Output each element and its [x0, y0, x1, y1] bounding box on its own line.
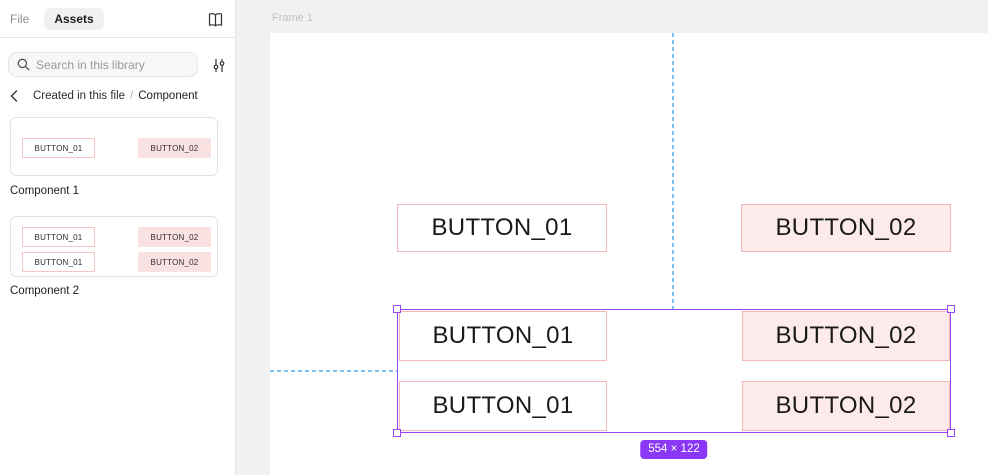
selection-outline[interactable]: [397, 309, 951, 433]
mini-button-01: BUTTON_01: [22, 227, 95, 247]
selection-handle-top-left[interactable]: [393, 305, 401, 313]
search-icon: [17, 58, 30, 71]
mini-button-02: BUTTON_02: [138, 138, 211, 158]
component-1-label: Component 1: [10, 185, 80, 197]
breadcrumb-parent[interactable]: Created in this file: [33, 90, 126, 102]
component-2-label: Component 2: [10, 285, 80, 297]
tab-file[interactable]: File: [10, 11, 30, 26]
tab-assets[interactable]: Assets: [44, 7, 104, 30]
canvas-button-02[interactable]: BUTTON_02: [742, 311, 950, 361]
component-1-card[interactable]: BUTTON_01 BUTTON_02: [10, 117, 218, 176]
alignment-guide-horizontal: [270, 370, 397, 372]
sidebar-tabbar: File Assets: [0, 0, 235, 38]
search-placeholder: Search in this library: [36, 57, 145, 72]
mini-button-01: BUTTON_01: [22, 252, 95, 272]
alignment-guide-vertical: [672, 33, 674, 309]
breadcrumb-separator: /: [130, 90, 134, 102]
mini-button-01: BUTTON_01: [22, 138, 95, 158]
canvas-button-01[interactable]: BUTTON_01: [399, 311, 607, 361]
canvas-button-01[interactable]: BUTTON_01: [397, 204, 607, 252]
design-canvas[interactable]: Frame 1 BUTTON_01 BUTTON_02 BUTTON_01 BU…: [236, 0, 988, 475]
mini-button-02: BUTTON_02: [138, 252, 211, 272]
mini-button-02: BUTTON_02: [138, 227, 211, 247]
frame-title[interactable]: Frame 1: [272, 12, 313, 24]
canvas-button-02[interactable]: BUTTON_02: [741, 204, 951, 252]
selection-size-badge: 554 × 122: [640, 440, 708, 459]
assets-sidebar: File Assets Search in this library: [0, 0, 236, 475]
selection-handle-bottom-left[interactable]: [393, 429, 401, 437]
breadcrumb-current: Component: [138, 90, 198, 102]
breadcrumb: Created in this file / Component: [0, 88, 235, 104]
component-2-card[interactable]: BUTTON_01 BUTTON_02 BUTTON_01 BUTTON_02: [10, 216, 218, 277]
selection-handle-top-right[interactable]: [947, 305, 955, 313]
filter-sliders-icon[interactable]: [210, 56, 228, 74]
chevron-left-icon[interactable]: [10, 89, 24, 103]
selection-handle-bottom-right[interactable]: [947, 429, 955, 437]
search-input[interactable]: Search in this library: [8, 52, 198, 77]
canvas-button-01[interactable]: BUTTON_01: [399, 381, 607, 431]
canvas-button-02[interactable]: BUTTON_02: [742, 381, 950, 431]
library-book-icon[interactable]: [204, 9, 226, 31]
search-row: Search in this library: [8, 52, 228, 77]
